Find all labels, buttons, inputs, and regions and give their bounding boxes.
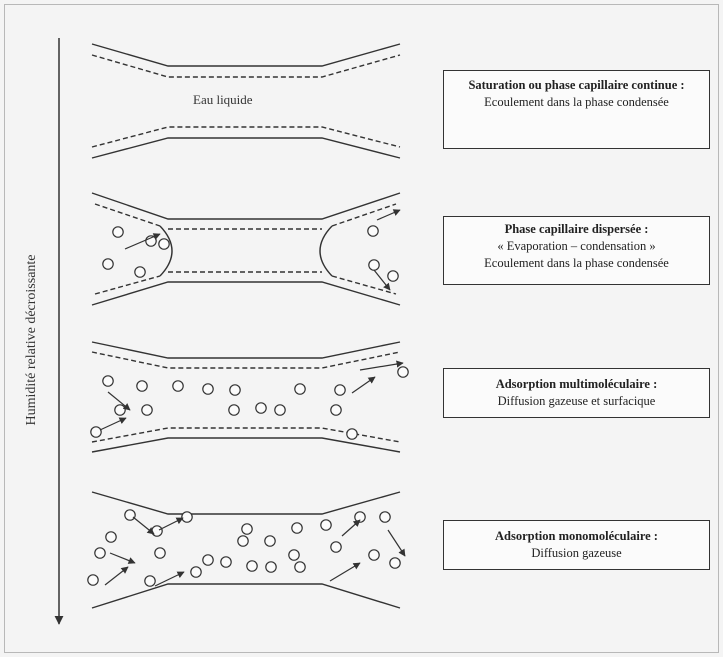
molecule-circle <box>112 226 124 238</box>
stage-3-description: Diffusion gazeuse et surfacique <box>497 394 656 408</box>
diffusion-arrow <box>99 417 127 431</box>
molecule-circle <box>264 535 276 547</box>
stage-2-title: Phase capillaire dispersée : <box>504 222 649 236</box>
diffusion-arrow <box>107 391 131 411</box>
molecule-circle <box>136 380 148 392</box>
stage-4-title: Adsorption monomoléculaire : <box>495 529 658 543</box>
molecule-circle <box>274 404 286 416</box>
diffusion-arrow <box>351 376 376 394</box>
molecule-circle <box>141 404 153 416</box>
pore-stage-3 <box>91 341 401 453</box>
molecule-circle <box>334 384 346 396</box>
diffusion-arrow <box>158 517 184 531</box>
molecule-circle <box>291 522 303 534</box>
pore-stage-4 <box>91 491 401 609</box>
molecule-circle <box>397 366 409 378</box>
molecule-circle <box>368 259 380 271</box>
diffusion-arrow <box>373 269 391 291</box>
molecule-circle <box>144 575 156 587</box>
molecule-circle <box>202 554 214 566</box>
molecule-circle <box>389 557 401 569</box>
molecule-circle <box>134 266 146 278</box>
stage-2-box: Phase capillaire dispersée : « Evaporati… <box>443 216 710 285</box>
molecule-circle <box>367 225 379 237</box>
molecule-circle <box>202 383 214 395</box>
stage-3-box: Adsorption multimoléculaire : Diffusion … <box>443 368 710 418</box>
molecule-circle <box>90 426 102 438</box>
stage-1-box: Saturation ou phase capillaire continue … <box>443 70 710 149</box>
molecule-circle <box>114 404 126 416</box>
molecule-circle <box>320 519 332 531</box>
molecule-circle <box>255 402 267 414</box>
arrow-group <box>99 209 406 587</box>
molecule-circle <box>190 566 202 578</box>
molecule-circle <box>105 531 117 543</box>
molecule-circle <box>220 556 232 568</box>
molecule-circle <box>228 404 240 416</box>
diffusion-arrow <box>109 552 136 564</box>
molecule-circle <box>246 560 258 572</box>
molecule-circle <box>237 535 249 547</box>
diffusion-arrow <box>124 233 161 250</box>
molecule-circle <box>158 238 170 250</box>
diffusion-arrow <box>359 360 404 371</box>
stage-1-title: Saturation ou phase capillaire continue … <box>468 78 685 92</box>
molecule-circle <box>87 574 99 586</box>
diffusion-arrow <box>104 566 129 586</box>
stage-2-description: « Evaporation – condensation » <box>497 239 656 253</box>
diffusion-arrow <box>341 519 361 537</box>
molecule-group <box>87 225 409 587</box>
molecule-circle <box>102 375 114 387</box>
molecule-circle <box>288 549 300 561</box>
diffusion-arrow <box>376 209 401 221</box>
stage-4-description: Diffusion gazeuse <box>531 546 622 560</box>
molecule-circle <box>330 541 342 553</box>
molecule-circle <box>172 380 184 392</box>
molecule-circle <box>387 270 399 282</box>
diffusion-arrow <box>154 571 185 587</box>
molecule-circle <box>241 523 253 535</box>
diffusion-arrow <box>329 562 361 582</box>
liquid-water-label: Eau liquide <box>193 92 253 107</box>
molecule-circle <box>265 561 277 573</box>
molecule-circle <box>154 547 166 559</box>
molecule-circle <box>294 383 306 395</box>
diffusion-arrow <box>132 516 155 535</box>
molecule-circle <box>346 428 358 440</box>
stage-1-description: Ecoulement dans la phase condensée <box>484 95 669 109</box>
molecule-circle <box>94 547 106 559</box>
humidity-axis-label: Humidité relative décroissante <box>24 254 39 426</box>
pore-stage-2 <box>91 192 401 306</box>
molecule-circle <box>124 509 136 521</box>
figure-frame <box>4 4 719 653</box>
molecule-circle <box>294 561 306 573</box>
molecule-circle <box>181 511 193 523</box>
diffusion-arrow <box>387 529 406 557</box>
stage-2-description-2: Ecoulement dans la phase condensée <box>484 256 669 270</box>
molecule-circle <box>368 549 380 561</box>
stage-4-box: Adsorption monomoléculaire : Diffusion g… <box>443 520 710 570</box>
molecule-circle <box>330 404 342 416</box>
pore-stage-1 <box>91 43 401 159</box>
molecule-circle <box>229 384 241 396</box>
molecule-circle <box>379 511 391 523</box>
stage-3-title: Adsorption multimoléculaire : <box>495 377 658 391</box>
molecule-circle <box>102 258 114 270</box>
molecule-circle <box>151 525 163 537</box>
